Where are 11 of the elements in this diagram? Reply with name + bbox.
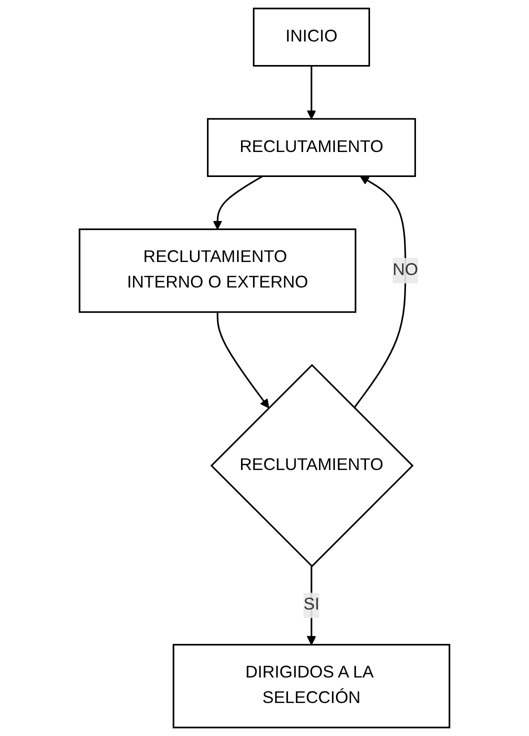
arrow [216, 312, 270, 408]
edge-label: NO [392, 258, 418, 284]
arrow [212, 176, 264, 230]
decision-diamond: RECLUTAMIENTO [210, 364, 414, 568]
process-box: DIRIGIDOS A LA SELECCIÓN [172, 644, 450, 728]
edge-label: SI [303, 592, 320, 618]
process-box: RECLUTAMIENTO INTERNO O EXTERNO [78, 228, 356, 313]
process-box: INICIO [252, 8, 370, 67]
arrow [306, 66, 316, 120]
process-box: RECLUTAMIENTO [206, 118, 416, 177]
arrow [354, 176, 406, 408]
